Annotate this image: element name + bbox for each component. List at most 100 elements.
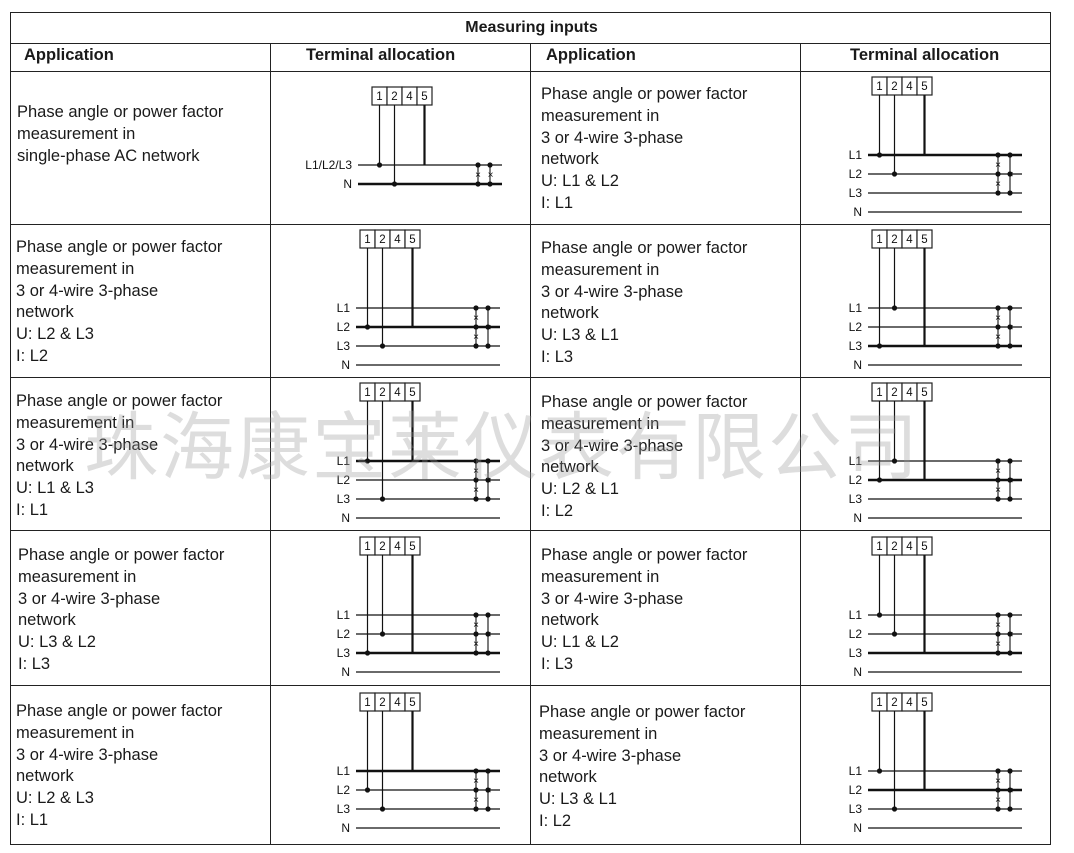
junction-dot [473, 324, 479, 330]
application-line: Phase angle or power factor [18, 546, 225, 564]
junction-dot [1007, 458, 1013, 464]
junction-dot [473, 631, 479, 637]
application-line: U: L1 & L2 [541, 172, 619, 191]
application-line: Phase angle or power factor [541, 546, 748, 564]
line-label: L3 [337, 802, 351, 816]
switch-mark: × [1008, 786, 1014, 797]
junction-dot [475, 181, 481, 187]
application-line: Phase angle or power factor [541, 85, 748, 103]
terminal-label: 4 [394, 387, 401, 399]
junction-dot [1007, 650, 1013, 656]
line-label: N [853, 821, 862, 835]
application-line: U: L3 & L2 [18, 633, 96, 652]
junction-dot [379, 631, 386, 637]
terminal-label: 4 [406, 91, 413, 103]
application-line: 3 or 4-wire 3-phase [541, 589, 684, 608]
junction-dot [485, 477, 491, 483]
terminal-label: 1 [376, 91, 382, 103]
line-label: L2 [849, 627, 863, 641]
terminal-label: 5 [921, 541, 927, 553]
switch-mark: × [473, 795, 479, 806]
switch-mark: × [473, 466, 479, 477]
line-label: L1 [337, 608, 351, 622]
line-label: N [341, 511, 350, 525]
application-line: single-phase AC network [17, 146, 200, 165]
column-header-application-1: Application [24, 46, 114, 64]
application-line: network [541, 304, 599, 323]
row-divider-1 [11, 224, 1050, 225]
line-label: L1 [337, 454, 351, 468]
application-line: 3 or 4-wire 3-phase [541, 436, 684, 455]
column-divider-3 [800, 43, 801, 844]
line-label: L2 [849, 783, 863, 797]
switch-mark: × [995, 620, 1001, 631]
terminal-label: 4 [906, 81, 913, 93]
junction-dot [487, 162, 493, 168]
application-line: network [541, 458, 599, 477]
application-line: measurement in [541, 106, 660, 125]
junction-dot [473, 477, 479, 483]
junction-dot [876, 152, 883, 158]
junction-dot [485, 458, 491, 464]
line-label: N [341, 665, 350, 679]
junction-dot [473, 806, 479, 812]
switch-mark: × [1008, 170, 1014, 181]
junction-dot [485, 650, 491, 656]
application-text: Phase angle or power factor measurement i… [541, 545, 747, 676]
row-divider-2 [11, 377, 1050, 378]
terminal-label: 4 [906, 234, 913, 246]
application-line: I: L2 [16, 346, 49, 365]
junction-dot [1007, 787, 1013, 793]
switch-mark: × [475, 170, 481, 181]
header-divider [11, 71, 1050, 72]
junction-dot [891, 171, 898, 177]
line-label: L2 [337, 627, 351, 641]
terminal-label: 1 [876, 697, 882, 709]
line-label: L1 [849, 148, 863, 162]
switch-mark: × [1008, 630, 1014, 641]
application-line: measurement in [16, 413, 135, 432]
junction-dot [473, 787, 479, 793]
application-line: 3 or 4-wire 3-phase [16, 745, 159, 764]
application-line: 3 or 4-wire 3-phase [541, 282, 684, 301]
junction-dot [1007, 631, 1013, 637]
terminal-label: 2 [379, 541, 385, 553]
junction-dot [364, 324, 371, 330]
junction-dot [995, 171, 1001, 177]
junction-dot [995, 806, 1001, 812]
application-line: I: L2 [541, 501, 574, 520]
line-label: N [853, 205, 862, 219]
terminal-label: 2 [391, 91, 397, 103]
application-line: measurement in [541, 567, 660, 586]
terminal-label: 4 [906, 387, 913, 399]
junction-dot [995, 190, 1001, 196]
application-line: U: L3 & L1 [539, 790, 617, 809]
junction-dot [1007, 152, 1013, 158]
junction-dot [485, 768, 491, 774]
line-label: N [853, 511, 862, 525]
switch-mark: × [995, 313, 1001, 324]
junction-dot [891, 305, 898, 311]
junction-dot [473, 343, 479, 349]
switch-mark: × [486, 323, 492, 334]
application-line: measurement in [16, 259, 135, 278]
terminal-label: 2 [891, 234, 897, 246]
terminal-label: 2 [891, 697, 897, 709]
application-line: network [16, 457, 74, 476]
junction-dot [485, 496, 491, 502]
switch-mark: × [995, 179, 1001, 190]
application-line: 3 or 4-wire 3-phase [541, 128, 684, 147]
junction-dot [473, 612, 479, 618]
junction-dot [995, 496, 1001, 502]
switch-mark: × [486, 786, 492, 797]
application-line: measurement in [541, 260, 660, 279]
junction-dot [876, 343, 883, 349]
application-line: measurement in [539, 724, 658, 743]
